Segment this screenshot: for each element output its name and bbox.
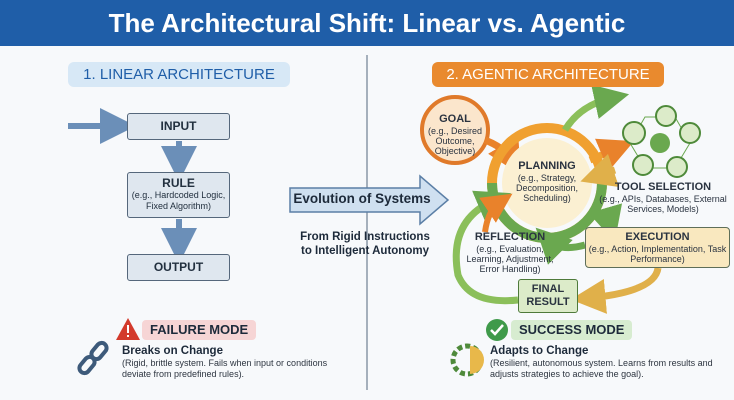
success-mode-badge: SUCCESS MODE [511, 320, 633, 340]
failure-title: Breaks on Change [122, 345, 223, 357]
tool-selection-title: TOOL SELECTION [614, 181, 712, 193]
gear-icon [650, 133, 670, 153]
subtitle-line-1: From Rigid Instructions [300, 231, 430, 243]
goal-circle [420, 95, 490, 165]
final-title-2: RESULT [526, 296, 570, 308]
planning-description: (e.g., Strategy, Decomposition, Scheduli… [515, 173, 579, 203]
goal-title: GOAL [439, 113, 471, 125]
arrow-final-reflection [452, 190, 519, 305]
goal-description: (e.g., Desired Outcome, Objective) [427, 126, 483, 156]
tools-cluster [622, 105, 701, 178]
success-title: Adapts to Change [490, 345, 589, 357]
execution-node: EXECUTION(e.g., Action, Implementation, … [585, 227, 730, 268]
goal-node: GOAL(e.g., Desired Outcome, Objective) [426, 113, 484, 156]
planning-title: PLANNING [518, 160, 576, 172]
documents-icon [632, 154, 654, 176]
reflection-node: REFLECTION(e.g., Evaluation, Learning, A… [458, 231, 562, 274]
evolution-label: Evolution of Systems [293, 191, 431, 206]
rule-box: RULE (e.g., Hardcoded Logic, Fixed Algor… [127, 172, 230, 218]
reflection-description: (e.g., Evaluation, Learning, Adjustment,… [466, 244, 554, 274]
linear-architecture-heading: 1. LINEAR ARCHITECTURE [68, 62, 290, 87]
arrow-planning-tools [561, 84, 630, 132]
agentic-architecture-heading: 2. AGENTIC ARCHITECTURE [432, 62, 664, 87]
planning-node: PLANNING(e.g., Strategy, Decomposition, … [507, 160, 587, 203]
failure-description: Breaks on Change(Rigid, brittle system. … [122, 344, 332, 380]
database-icon [679, 122, 701, 144]
arrow-tools-planning [580, 153, 620, 188]
arrow-execution-planning [535, 227, 586, 265]
check-circle-icon [486, 319, 508, 341]
input-box: INPUT [127, 113, 230, 140]
arrow-execution-final [570, 267, 662, 314]
warning-icon [116, 318, 140, 340]
failure-text: (Rigid, brittle system. Fails when input… [122, 358, 328, 379]
tool-selection-node: TOOL SELECTION(e.g., APIs, Databases, Ex… [598, 181, 728, 214]
planning-circle [502, 138, 592, 228]
execution-title: EXECUTION [625, 231, 690, 243]
tool-selection-description: (e.g., APIs, Databases, External Service… [599, 194, 727, 214]
rule-description: (e.g., Hardcoded Logic, Fixed Algorithm) [131, 190, 226, 211]
evolution-subtitle: From Rigid Instructions to Intelligent A… [280, 230, 450, 258]
reflection-title: REFLECTION [474, 231, 546, 243]
subtitle-line-2: to Intelligent Autonomy [301, 245, 429, 257]
execution-description: (e.g., Action, Implementation, Task Perf… [588, 244, 727, 264]
arrow-planning-execution [588, 203, 623, 242]
failure-mode-badge: FAILURE MODE [142, 320, 257, 340]
broken-chain-icon [77, 340, 109, 376]
success-text: (Resilient, autonomous system. Learns fr… [490, 358, 713, 379]
success-description: Adapts to Change(Resilient, autonomous s… [490, 344, 730, 380]
tools-icon [622, 121, 646, 145]
evolution-arrow [289, 174, 450, 226]
final-title-1: FINAL [531, 283, 565, 295]
output-box: OUTPUT [127, 254, 230, 281]
page-title: The Architectural Shift: Linear vs. Agen… [0, 0, 734, 46]
model-icon [666, 156, 688, 178]
settings-icon [655, 105, 677, 127]
brain-gear-icon [450, 343, 484, 377]
rule-label: RULE [162, 176, 195, 190]
arrow-reflection-planning [479, 193, 513, 233]
